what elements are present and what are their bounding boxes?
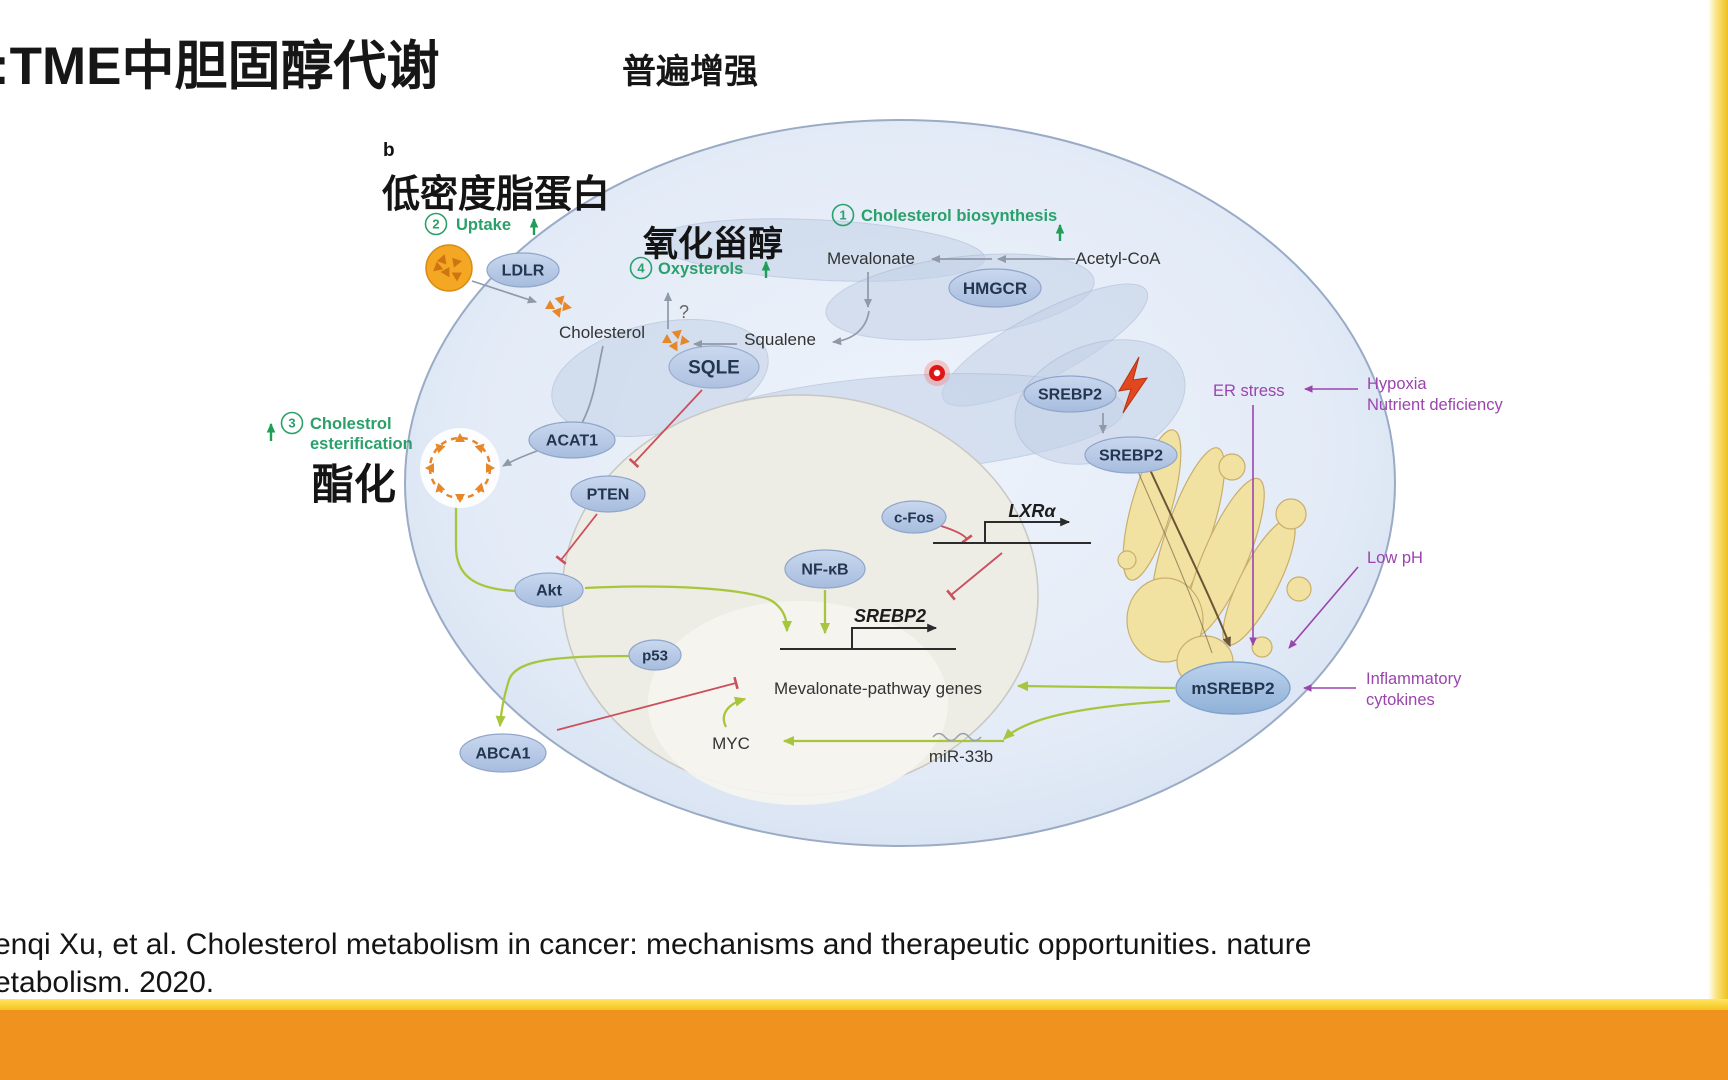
step-4-number: 4	[637, 261, 645, 276]
nucleus	[561, 394, 1039, 805]
lxra-gene-label: LXRα	[1008, 501, 1056, 521]
node-cfos: c-Fos	[881, 500, 947, 534]
lightning-bolt-icon	[1118, 356, 1149, 414]
step-1-number: 1	[839, 208, 846, 223]
low-ph-label: Low pH	[1367, 549, 1423, 567]
node-p53-label: p53	[642, 647, 668, 664]
step-2-uptake: 2 Uptake	[424, 212, 539, 236]
step-1-label: Cholesterol biosynthesis	[861, 207, 1057, 225]
node-msrebp2-label: mSREBP2	[1191, 679, 1274, 698]
node-abca1-label: ABCA1	[475, 746, 530, 763]
footer-bar: 4	[0, 1010, 1728, 1080]
acetyl-coa-label: Acetyl-CoA	[1075, 249, 1161, 268]
mevalonate-label: Mevalonate	[827, 249, 915, 268]
sterol-sensor-dot-icon	[924, 360, 950, 386]
srebp2-gene-label: SREBP2	[854, 606, 926, 626]
node-ldlr: LDLR	[486, 252, 560, 288]
citation-line-1: enqi Xu, et al. Cholesterol metabolism i…	[0, 928, 1312, 961]
step-4-label: Oxysterols	[658, 260, 743, 278]
cholesterol-cluster-sqle-icon	[662, 329, 690, 352]
step-3-label-line1: Cholestrol	[310, 415, 392, 433]
node-sqle-label: SQLE	[688, 358, 740, 379]
inflammatory-cytokines-label-1: Inflammatory	[1366, 670, 1462, 688]
hypoxia-label: Hypoxia	[1367, 375, 1427, 393]
node-akt: Akt	[514, 572, 584, 608]
citation-line-2: etabolism. 2020.	[0, 966, 215, 999]
node-sqle: SQLE	[668, 345, 760, 389]
node-hmgcr: HMGCR	[948, 268, 1042, 308]
node-srebp2-er: SREBP2	[1023, 375, 1117, 413]
step-3-esterification: 3 Cholestrol esterification	[266, 411, 413, 453]
node-nfkb-label: NF-κB	[801, 562, 848, 579]
mir33b-label: miR-33b	[929, 747, 993, 766]
cholesterol-cluster-membrane-icon	[545, 295, 572, 318]
node-srebp2-cyto-label: SREBP2	[1099, 448, 1163, 465]
node-acat1: ACAT1	[528, 421, 616, 459]
myc-label: MYC	[712, 734, 750, 753]
node-p53: p53	[628, 639, 682, 671]
page-title: :TME中胆固醇代谢	[0, 37, 440, 96]
node-abca1: ABCA1	[459, 733, 547, 773]
node-msrebp2: mSREBP2	[1175, 661, 1291, 715]
cn-oxysterol-annotation: 氧化甾醇	[643, 225, 783, 264]
step-3-label-line2: esterification	[310, 435, 413, 453]
er-stress-label: ER stress	[1213, 382, 1285, 400]
gold-divider-stripe	[0, 999, 1728, 1010]
step-1-biosynthesis: 1 Cholesterol biosynthesis	[831, 203, 1065, 241]
step-3-number: 3	[288, 416, 295, 431]
node-acat1-label: ACAT1	[546, 433, 598, 450]
cn-esterification-annotation: 酯化	[312, 461, 396, 508]
activation-arrows	[450, 485, 1176, 747]
node-nfkb: NF-κB	[784, 549, 866, 589]
node-pten-label: PTEN	[587, 487, 630, 504]
node-akt-label: Akt	[536, 583, 562, 600]
gene-promoters	[780, 517, 1091, 650]
step-2-number: 2	[432, 217, 439, 232]
node-ldlr-label: LDLR	[502, 263, 545, 280]
node-hmgcr-label: HMGCR	[963, 279, 1027, 298]
squalene-label: Squalene	[744, 330, 816, 349]
mir33b-squiggle-icon	[932, 732, 982, 742]
mevalonate-pathway-genes-label: Mevalonate-pathway genes	[774, 679, 982, 698]
slide-subtitle: 普遍增强	[622, 53, 758, 91]
stress-arrows	[1249, 385, 1359, 692]
inflammatory-cytokines-label-2: cytokines	[1366, 691, 1435, 709]
panel-label-b: b	[383, 140, 395, 161]
nutrient-deficiency-label: Nutrient deficiency	[1367, 396, 1503, 414]
node-srebp2-er-label: SREBP2	[1038, 387, 1102, 404]
inhibition-lines	[555, 389, 1003, 731]
cholesteryl-ester-droplet-icon	[420, 428, 500, 508]
question-mark-label: ?	[679, 302, 689, 322]
right-accent-bar	[1708, 0, 1728, 1000]
node-pten: PTEN	[570, 475, 646, 513]
cn-ldl-annotation: 低密度脂蛋白	[382, 174, 610, 216]
node-srebp2-cyto: SREBP2	[1084, 436, 1178, 474]
ldl-particle-icon	[425, 244, 473, 292]
cholesterol-label: Cholesterol	[559, 323, 645, 342]
node-cfos-label: c-Fos	[894, 509, 934, 526]
metabolic-arrows	[471, 254, 1231, 654]
step-2-label: Uptake	[456, 216, 511, 234]
step-4-oxysterols: 4 Oxysterols	[629, 256, 771, 280]
